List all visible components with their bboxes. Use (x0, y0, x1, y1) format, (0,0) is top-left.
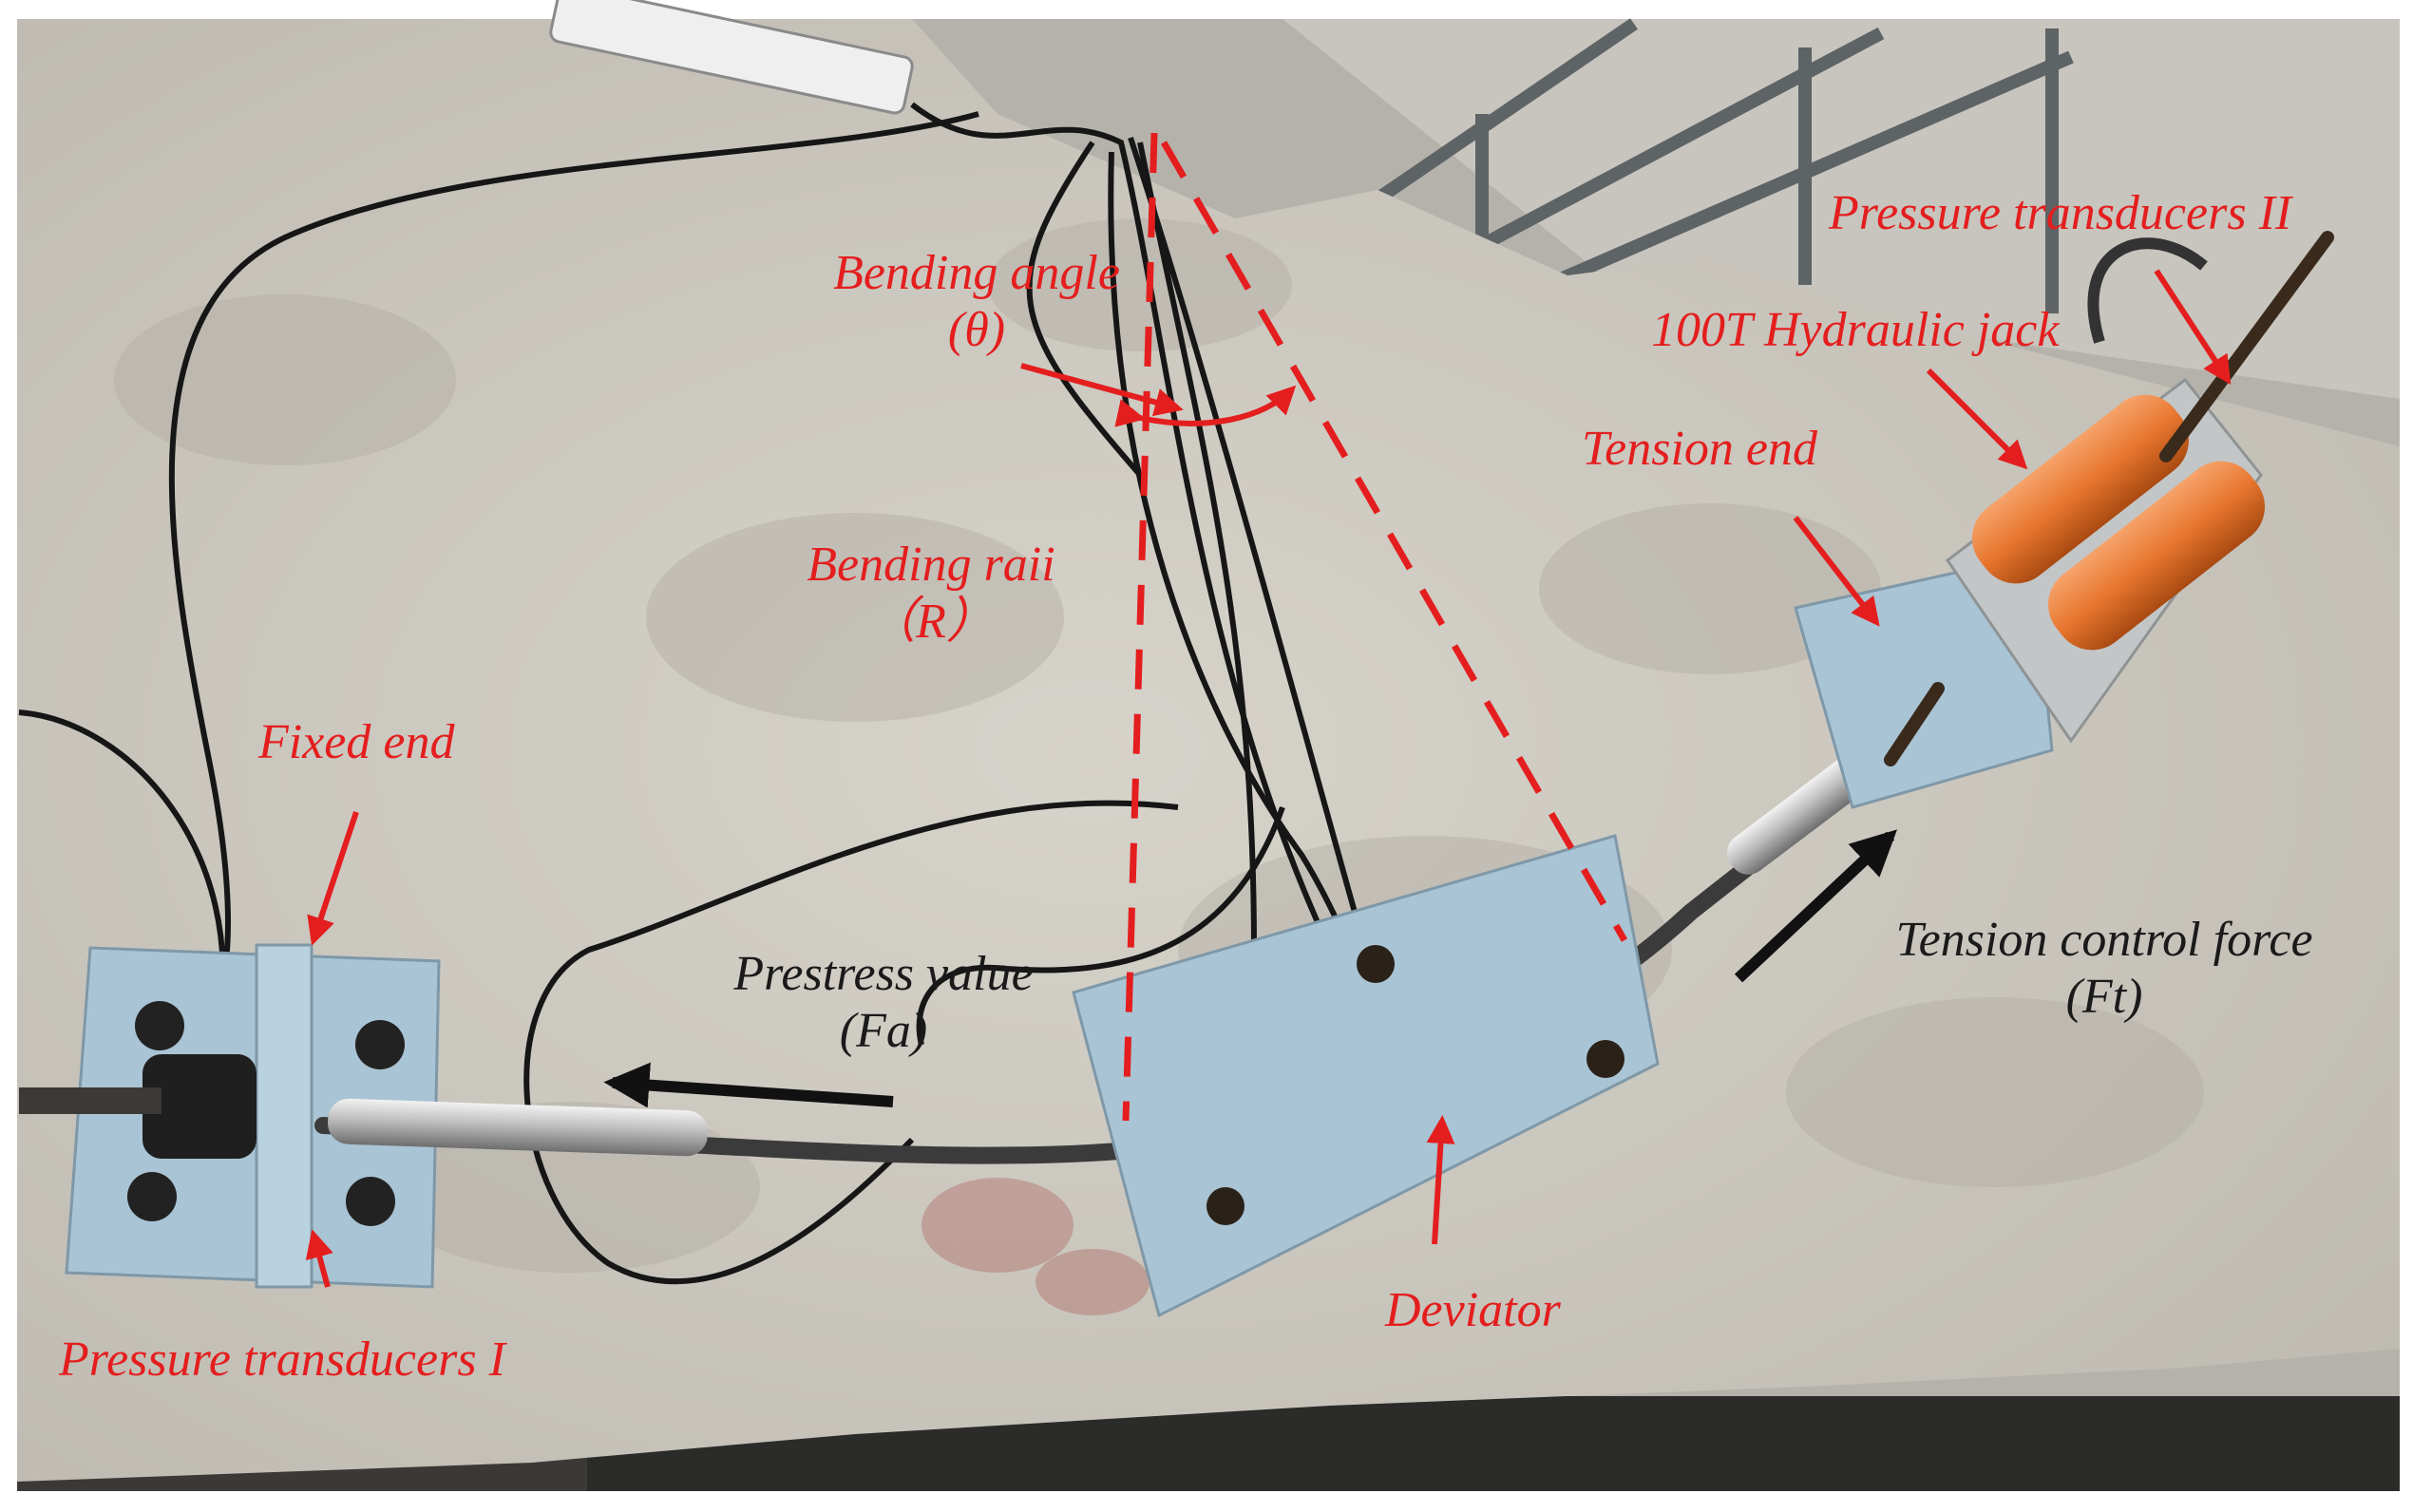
label-deviator: Deviator (1385, 1283, 1561, 1337)
label-bending-radii: Bending raii （R） (760, 537, 1102, 651)
fixed-end-bolts (127, 1001, 405, 1226)
tension-control-force-symbol: (Ft) (2065, 969, 2143, 1024)
label-hydraulic-jack: 100T Hydraulic jack (1651, 303, 2060, 357)
label-pressure-transducers-1: Pressure transducers I (59, 1332, 505, 1387)
label-prestress-value: Prestress value (Fa) (684, 946, 1083, 1060)
railings (1345, 18, 2074, 320)
label-tension-end: Tension end (1582, 422, 1817, 476)
hydraulic-jack-cylinder-2 (2048, 461, 2265, 651)
label-tension-control-force: Tension control force (Ft) (1810, 912, 2399, 1026)
bending-angle-text: Bending angle (833, 246, 1120, 300)
fixed-end-sleeve (328, 1098, 708, 1157)
bending-angle-symbol: (θ) (947, 302, 1006, 357)
far-pavement (1282, 19, 2400, 399)
angle-arc (1114, 385, 1297, 427)
bending-radii-text: Bending raii (807, 538, 1055, 592)
red-arrows (305, 269, 2232, 1288)
wire-connector (549, 0, 914, 115)
label-fixed-end: Fixed end (258, 715, 455, 769)
tension-control-force-text: Tension control force (1895, 913, 2313, 967)
hydraulic-jack-cylinder-1 (1972, 394, 2189, 584)
bending-radii-symbol: （R） (866, 594, 996, 649)
black-arrows (603, 829, 1898, 1108)
deviator-bolts (1206, 945, 1624, 1225)
prestress-value-text: Prestress value (733, 947, 1034, 1001)
bending-angle-lines (1122, 132, 1628, 1122)
label-bending-angle: Bending angle (θ) (787, 245, 1167, 359)
label-pressure-transducers-2: Pressure transducers II (1829, 186, 2292, 240)
prestress-value-symbol: (Fa) (839, 1003, 928, 1058)
